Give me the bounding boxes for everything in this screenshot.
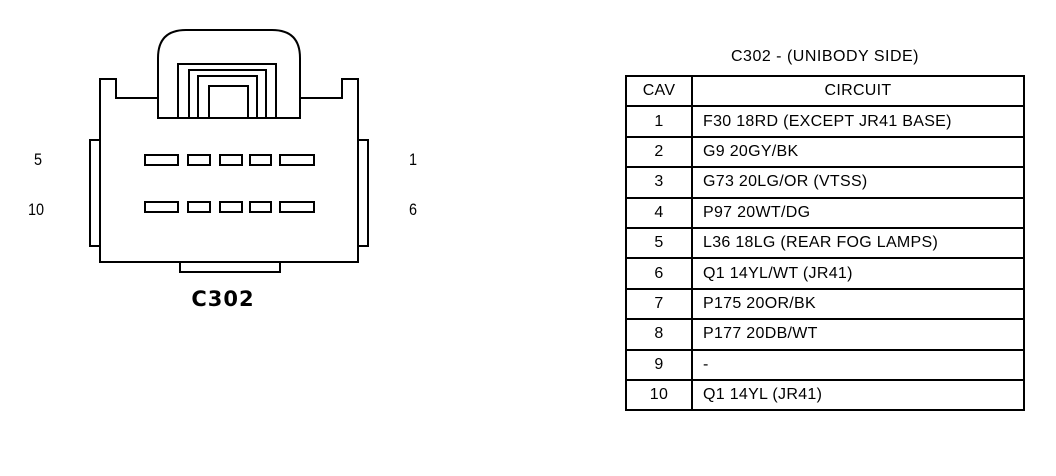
cav-cell: 1 <box>625 105 693 138</box>
circuit-cell: Q1 14YL/WT (JR41) <box>691 257 1025 290</box>
table-row: 8 P177 20DB/WT <box>625 318 1025 351</box>
cavity-9 <box>187 201 211 213</box>
cavity-1 <box>279 154 315 166</box>
cavity-6 <box>279 201 315 213</box>
table-row: 7 P175 20OR/BK <box>625 287 1025 321</box>
pin-label-10: 10 <box>28 200 45 219</box>
cavity-5 <box>144 154 179 166</box>
pin-label-1: 1 <box>409 150 418 169</box>
pin-label-5: 5 <box>34 150 43 169</box>
table-header-row: CAV CIRCUIT <box>625 74 1025 108</box>
cav-cell: 5 <box>625 226 693 260</box>
circuit-cell: Q1 14YL (JR41) <box>691 378 1025 412</box>
cav-cell: 4 <box>625 196 693 229</box>
pinout-table: CAV CIRCUIT 1 F30 18RD (EXCEPT JR41 BASE… <box>625 74 1025 412</box>
circuit-cell: - <box>691 348 1025 381</box>
cav-cell: 8 <box>625 318 693 351</box>
cavity-4 <box>187 154 211 166</box>
table-title: C302 - (UNIBODY SIDE) <box>730 48 920 65</box>
connector-name: C302 <box>191 287 255 311</box>
latch-inner-3 <box>197 75 258 118</box>
circuit-cell: P177 20DB/WT <box>691 318 1025 351</box>
side-tab-right <box>357 139 369 247</box>
connector-housing <box>99 78 359 263</box>
cavity-7 <box>249 201 272 213</box>
circuit-cell: G73 20LG/OR (VTSS) <box>691 166 1025 199</box>
cav-cell: 10 <box>625 378 693 412</box>
table-row: 5 L36 18LG (REAR FOG LAMPS) <box>625 226 1025 260</box>
cavity-3 <box>219 154 243 166</box>
cavity-8 <box>219 201 243 213</box>
cav-cell: 7 <box>625 287 693 321</box>
circuit-cell: P175 20OR/BK <box>691 287 1025 321</box>
circuit-cell: F30 18RD (EXCEPT JR41 BASE) <box>691 105 1025 138</box>
cav-cell: 3 <box>625 166 693 199</box>
header-circuit: CIRCUIT <box>691 74 1025 108</box>
cav-cell: 6 <box>625 257 693 290</box>
cav-cell: 9 <box>625 348 693 381</box>
latch-inner-1 <box>177 63 277 118</box>
circuit-cell: L36 18LG (REAR FOG LAMPS) <box>691 226 1025 260</box>
latch-inner-2 <box>188 69 267 118</box>
latch-button <box>208 85 249 119</box>
table-row: 10 Q1 14YL (JR41) <box>625 378 1025 412</box>
cavity-10 <box>144 201 179 213</box>
latch-outer <box>157 29 301 118</box>
header-cav: CAV <box>625 74 693 108</box>
circuit-cell: G9 20GY/BK <box>691 135 1025 169</box>
table-row: 6 Q1 14YL/WT (JR41) <box>625 257 1025 290</box>
cav-cell: 2 <box>625 135 693 169</box>
circuit-cell: P97 20WT/DG <box>691 196 1025 229</box>
pin-label-6: 6 <box>409 200 418 219</box>
table-row: 4 P97 20WT/DG <box>625 196 1025 229</box>
bottom-key <box>179 261 281 273</box>
side-tab-left <box>89 139 101 247</box>
connector-diagram <box>89 29 369 273</box>
cavity-2 <box>249 154 272 166</box>
table-row: 3 G73 20LG/OR (VTSS) <box>625 166 1025 199</box>
table-row: 1 F30 18RD (EXCEPT JR41 BASE) <box>625 105 1025 138</box>
table-row: 9 - <box>625 348 1025 381</box>
table-row: 2 G9 20GY/BK <box>625 135 1025 169</box>
